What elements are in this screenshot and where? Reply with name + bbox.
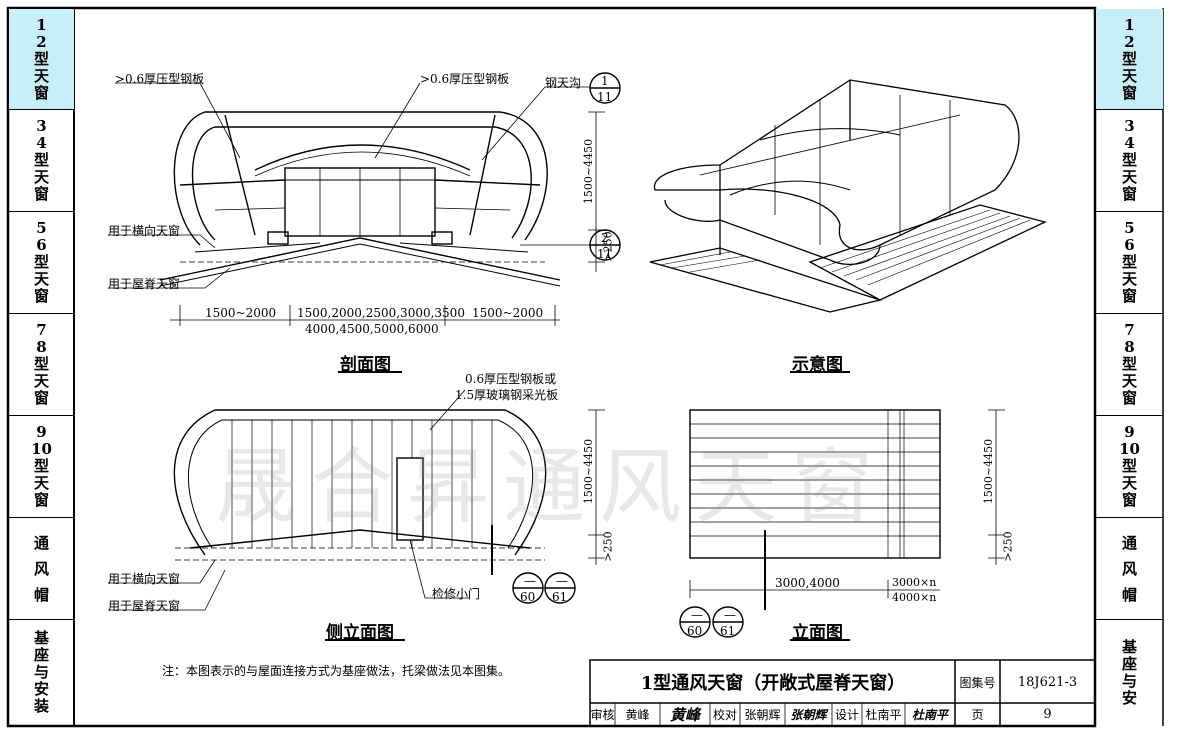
detail-bubble-60-top-elev: — [691, 608, 703, 622]
design-label: 设计 [834, 708, 859, 722]
dim-mid-2-section: 4000,4500,5000,6000 [305, 322, 439, 336]
dim-height-section: 1500~4450 [582, 138, 596, 205]
detail-bubble-61-top: — [556, 574, 568, 588]
dim-right-section: 1500~2000 [472, 306, 544, 320]
label-transverse: 用于横向天窗 [108, 224, 181, 238]
detail-bubble-2-top: 2 [601, 231, 609, 245]
detail-bubble-61-bottom-elev: 61 [720, 624, 736, 638]
elevation-view-drawing [679, 409, 1005, 641]
atlas-label: 图集号 [959, 675, 996, 690]
checker-signature: 张朝辉 [790, 708, 827, 722]
sheet-border [6, 6, 1097, 728]
elevation-view-title: 立面图 [792, 623, 843, 643]
detail-bubble-1-bottom: 11 [597, 90, 613, 104]
label-material-2: 1.5厚玻璃钢采光板 [455, 388, 559, 402]
dim-height-elevation: 1500~4450 [982, 438, 996, 505]
check-label: 校对 [712, 708, 737, 722]
dim-base-elevation: >250 [1001, 531, 1015, 562]
section-view-drawing [108, 72, 621, 373]
designer-name: 杜南平 [865, 708, 902, 722]
label-access-door: 检修小门 [432, 587, 481, 601]
nav-tab-base-install[interactable]: 基座与安装 [33, 629, 49, 715]
reviewer-signature: 黄峰 [669, 706, 700, 724]
drawing-note: 注：本图表示的与屋面连接方式为基座做法，托梁做法见本图集。 [162, 664, 511, 678]
access-door [396, 457, 424, 541]
label-steel-plate-left: >0.6厚压型钢板 [115, 72, 205, 86]
nav-tab-vent-cap-right[interactable]: 通风帽 [1096, 518, 1163, 620]
designer-signature: 杜南平 [911, 708, 948, 722]
schematic-view-drawing [649, 79, 1047, 373]
dim-mid-1-section: 1500,2000,2500,3000,3500 [297, 306, 465, 320]
reviewer-name: 黄峰 [625, 708, 650, 722]
detail-bubble-60-bottom-elev: 60 [687, 624, 703, 638]
label-ridge-side: 用于屋脊天窗 [108, 599, 181, 613]
label-gutter: 钢天沟 [545, 76, 582, 90]
label-transverse-side: 用于横向天窗 [108, 572, 181, 586]
section-view-title: 剖面图 [340, 355, 391, 375]
review-label: 审核 [590, 708, 615, 722]
detail-bubble-1-top: 1 [601, 74, 609, 88]
dim-height-side: 1500~4450 [582, 438, 596, 505]
detail-bubble-2-bottom: 11 [597, 247, 613, 261]
nav-tab-vent-cap[interactable]: 通风帽 [9, 518, 74, 620]
label-material-1: 0.6厚压型钢板或 [465, 372, 557, 386]
side-view-title: 侧立面图 [326, 623, 394, 643]
nav-tab-base-install-right[interactable]: 基座与安 [1121, 637, 1137, 707]
side-view-drawing [108, 389, 605, 641]
drawing-title: 1型通风天窗（开敞式屋脊天窗） [640, 673, 906, 694]
watermark-text: 晟合昇通风天窗 [215, 440, 888, 535]
title-block [589, 659, 1096, 727]
page-number: 9 [1043, 707, 1052, 722]
detail-bubble-61-top-elev: — [724, 608, 736, 622]
atlas-number: 18J621-3 [1017, 674, 1078, 690]
label-steel-plate-right: >0.6厚压型钢板 [420, 72, 510, 86]
page-label: 页 [971, 708, 984, 722]
detail-bubble-60-top: — [524, 574, 536, 588]
schematic-view-title: 示意图 [792, 355, 843, 375]
detail-bubble-60-bottom: 60 [520, 590, 536, 604]
dim-width-elevation: 3000,4000 [775, 576, 840, 590]
dim-n-1: 3000×n [892, 576, 937, 589]
label-ridge: 用于屋脊天窗 [108, 277, 181, 291]
dim-n-2: 4000×n [892, 591, 937, 604]
dim-base-side: >250 [601, 531, 615, 562]
detail-bubble-61-bottom: 61 [552, 590, 568, 604]
checker-name: 张朝辉 [744, 708, 781, 722]
dim-base-section: >250 [601, 231, 615, 262]
dim-left-section: 1500~2000 [205, 306, 277, 320]
